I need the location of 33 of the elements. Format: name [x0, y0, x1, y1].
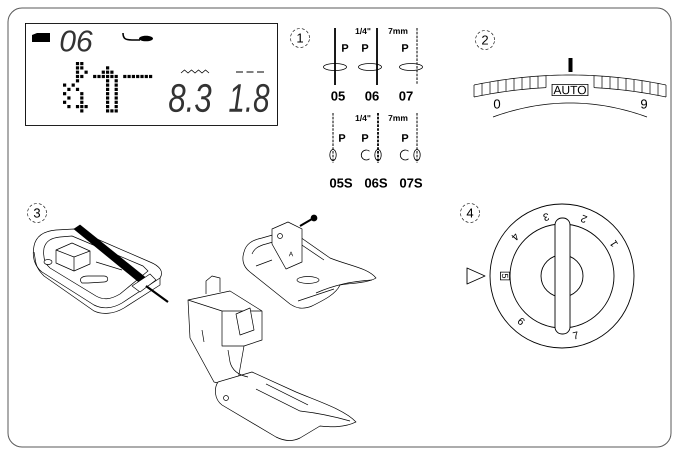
- dial-number: 7: [572, 331, 578, 340]
- letter-label: P: [342, 44, 348, 52]
- letter-label: P: [402, 134, 408, 142]
- callout-number: 3: [27, 203, 47, 223]
- dial-number: 3: [543, 213, 550, 221]
- letter-label: P: [339, 134, 346, 142]
- measurement-label: 1/4": [356, 28, 370, 34]
- letter-label: P: [402, 44, 408, 52]
- callout-number: 1: [290, 28, 310, 48]
- stitch-code: 07S: [400, 178, 422, 188]
- callout-number: 2: [475, 30, 495, 50]
- dial-number: 2: [580, 214, 588, 223]
- measurement-label: 1/4": [356, 114, 370, 122]
- dial-number: 4: [511, 233, 518, 240]
- stitch-code: 06: [365, 91, 379, 101]
- stitch-code: 05: [331, 91, 345, 101]
- scale-number: 9: [641, 99, 647, 109]
- auto-box: AUTO: [552, 84, 588, 96]
- lcd-digits: 06: [60, 30, 93, 52]
- lcd-digits: 8.3: [169, 84, 212, 112]
- dial-number: 1: [610, 240, 618, 247]
- lcd-digits: 1.8: [229, 84, 270, 112]
- stitch-code: 06S: [364, 178, 388, 188]
- stitch-code: 05S: [330, 178, 352, 188]
- setting-box: 5: [500, 272, 510, 280]
- dial-number: 6: [518, 318, 525, 325]
- letter-label: P: [362, 134, 368, 142]
- measurement-label: 7mm: [388, 28, 408, 34]
- callout-number: 4: [460, 203, 480, 223]
- scale-number: 0: [494, 99, 500, 109]
- letter-label: P: [362, 44, 368, 52]
- stitch-code: 07: [399, 91, 413, 101]
- measurement-label: 7mm: [388, 115, 408, 121]
